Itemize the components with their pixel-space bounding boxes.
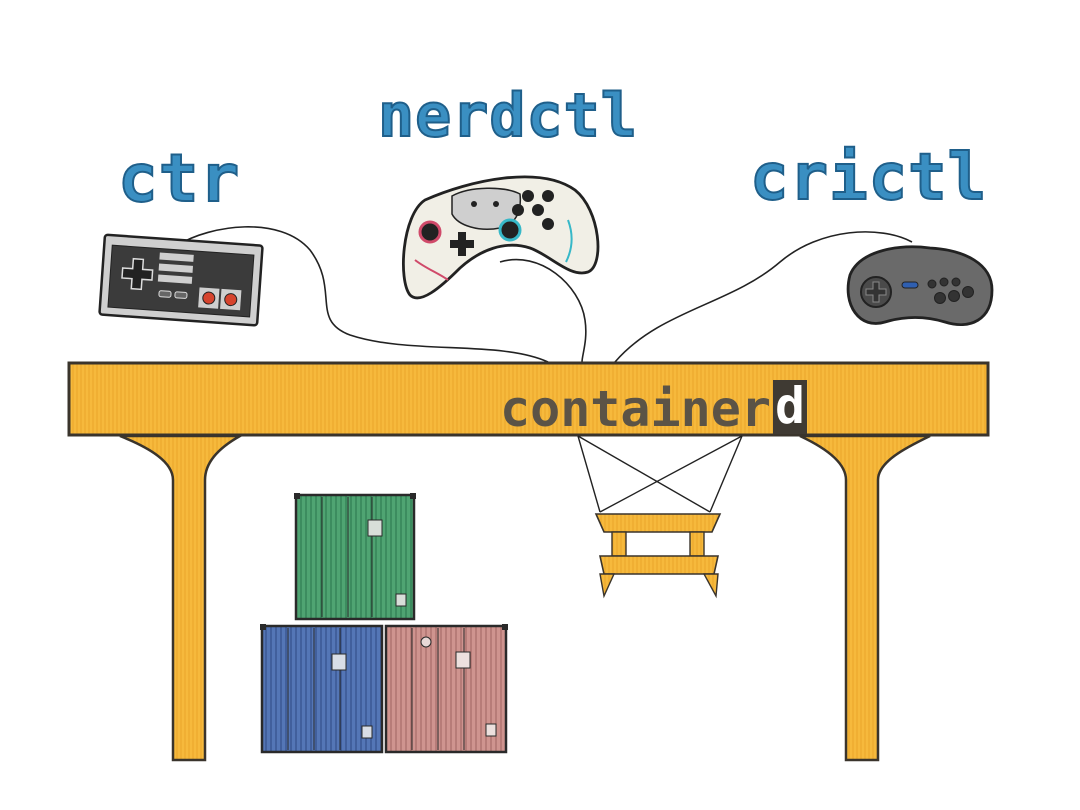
switch-pro-controller-icon <box>402 175 600 300</box>
sega-controller-icon <box>846 245 994 327</box>
ctr-label: ctr <box>117 140 241 217</box>
crane <box>67 361 990 762</box>
crictl-label: crictl <box>749 141 988 215</box>
nes-controller-icon <box>98 233 264 327</box>
crane-left-leg <box>119 434 245 762</box>
shipping-container-green <box>294 493 416 621</box>
nerdctl-cable <box>499 258 587 363</box>
crictl-cable <box>614 231 913 363</box>
ctr-cable <box>177 226 549 363</box>
containerd-label-suffix: d <box>772 377 808 435</box>
shipping-container-blue <box>260 624 384 754</box>
crane-beam <box>67 361 990 437</box>
shipping-container-pink <box>384 624 508 754</box>
crane-right-leg <box>799 434 931 762</box>
containerd-label-prefix: container <box>500 380 771 438</box>
crane-spreader-icon <box>594 513 722 599</box>
nerdctl-label: nerdctl <box>377 81 638 151</box>
